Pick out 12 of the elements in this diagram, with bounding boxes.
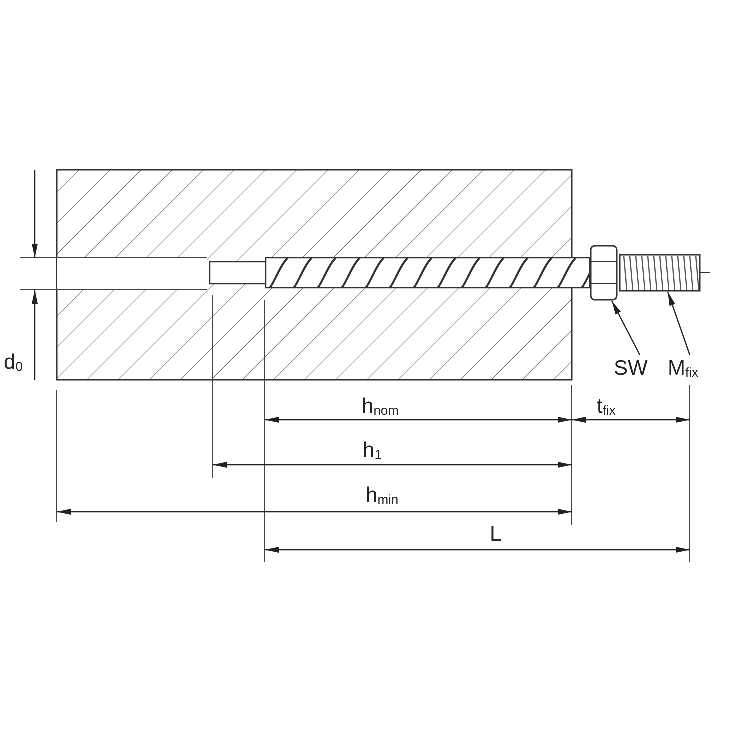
dimension-label: t$_{fix}$: [597, 396, 616, 417]
dimension-label: h$_{nom}$: [362, 396, 399, 417]
dimension-label: h$_{1}$: [363, 440, 382, 461]
leader-line: [611, 300, 641, 356]
leader-line: [667, 292, 691, 356]
part-label: SW: [614, 358, 648, 379]
threaded-stud: [619, 254, 701, 292]
part-label: M$_{fix}$: [668, 358, 698, 379]
nut: [590, 245, 618, 301]
dimension-label: L: [490, 524, 502, 545]
dimension-label: h$_{min}$: [366, 485, 399, 506]
dimension-label: d$_{0}$: [4, 352, 23, 373]
